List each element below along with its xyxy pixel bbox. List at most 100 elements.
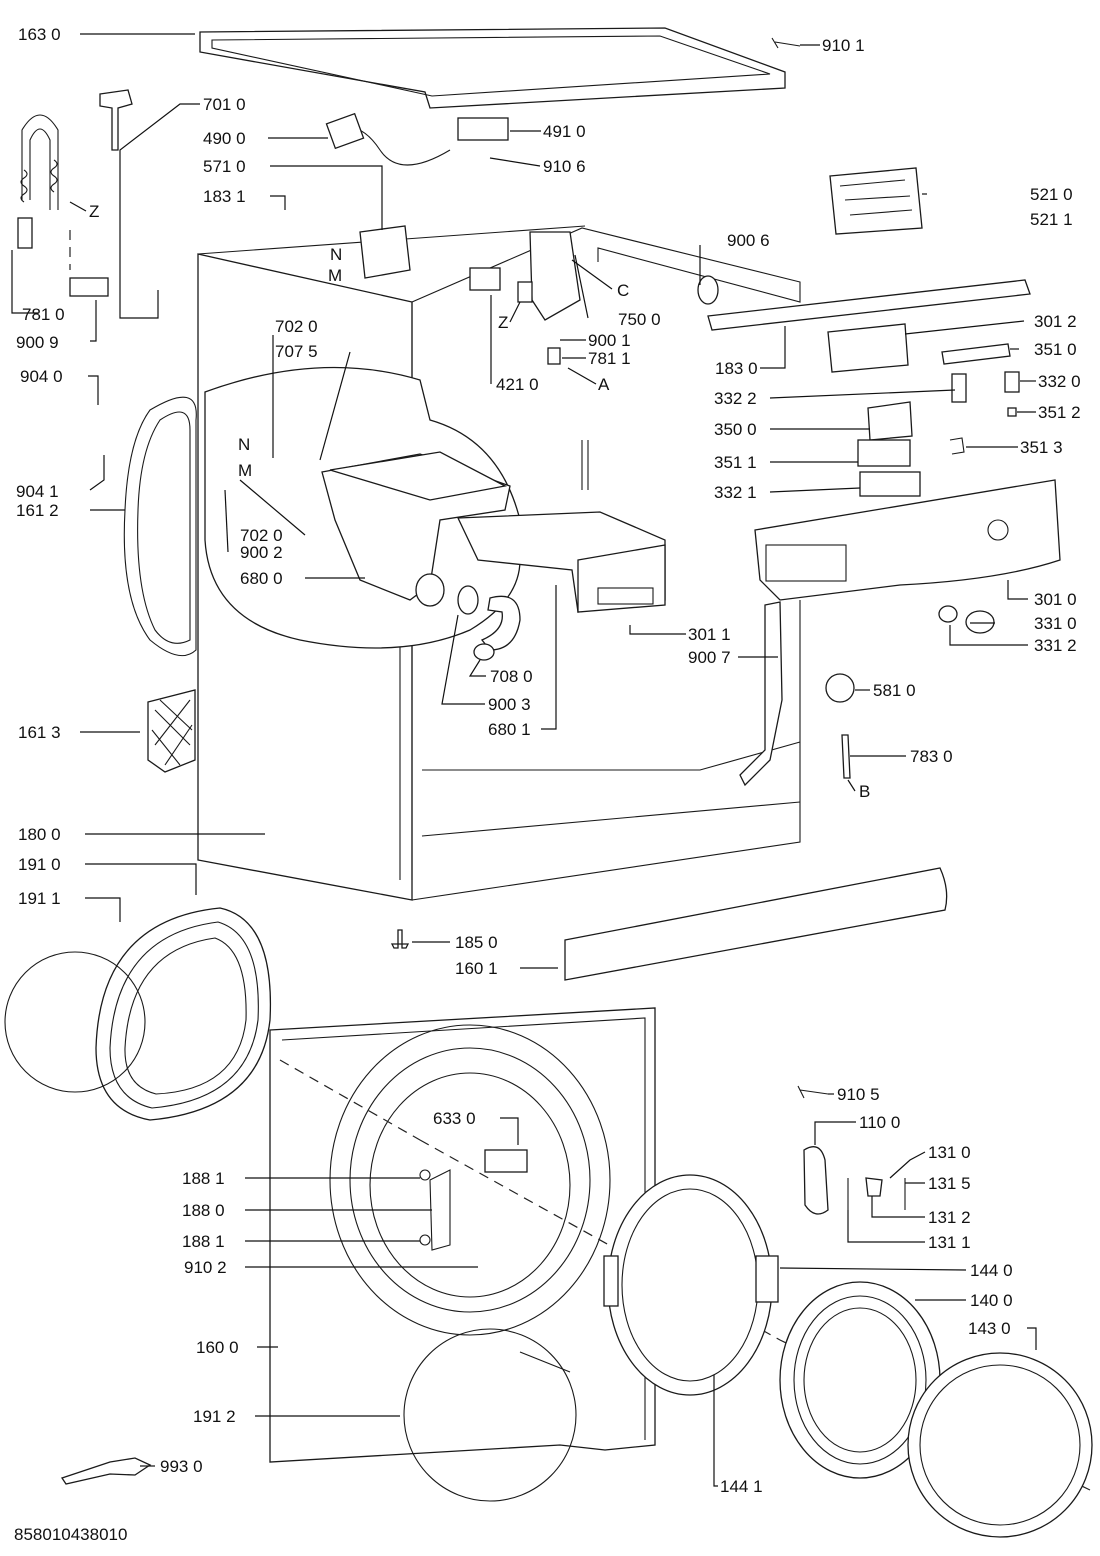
part-label: 351 3 bbox=[1020, 438, 1063, 457]
part-label: 900 9 bbox=[16, 333, 59, 352]
part-label: Z bbox=[498, 313, 508, 332]
part-label: 160 0 bbox=[196, 1338, 239, 1357]
part-label: N bbox=[238, 435, 250, 454]
part-label: 301 0 bbox=[1034, 590, 1077, 609]
part-label: 750 0 bbox=[618, 310, 661, 329]
part-label: 350 0 bbox=[714, 420, 757, 439]
panel-rail bbox=[739, 601, 783, 787]
pressure-chamber bbox=[529, 231, 581, 321]
part-drawings bbox=[4, 27, 1093, 1538]
part-label: 131 5 bbox=[928, 1174, 971, 1193]
control-board bbox=[829, 167, 923, 235]
part-label: 161 3 bbox=[18, 723, 61, 742]
part-label: 633 0 bbox=[433, 1109, 476, 1128]
dispenser-housing bbox=[321, 451, 511, 607]
part-label: 702 0 bbox=[240, 526, 283, 545]
part-label: 183 0 bbox=[715, 359, 758, 378]
top-cover bbox=[199, 27, 786, 109]
part-label: 910 2 bbox=[184, 1258, 227, 1277]
part-label: 191 1 bbox=[18, 889, 61, 908]
clamp-ring bbox=[403, 1328, 577, 1502]
part-label: 131 0 bbox=[928, 1143, 971, 1162]
part-label: 110 0 bbox=[859, 1113, 900, 1132]
outer-door-ring bbox=[907, 1352, 1093, 1538]
part-label: 332 2 bbox=[714, 389, 757, 408]
part-label: 910 5 bbox=[837, 1085, 880, 1104]
part-label: 900 2 bbox=[240, 543, 283, 562]
part-label: 491 0 bbox=[543, 122, 586, 141]
part-label: 351 2 bbox=[1038, 403, 1081, 422]
part-label: 301 2 bbox=[1034, 312, 1077, 331]
part-label: 332 0 bbox=[1038, 372, 1081, 391]
screw-handle bbox=[797, 1085, 829, 1099]
part-label: 680 0 bbox=[240, 569, 283, 588]
part-label: 680 1 bbox=[488, 720, 531, 739]
part-label: 900 6 bbox=[727, 231, 770, 250]
filter-cover bbox=[147, 689, 196, 773]
spanner-tool bbox=[60, 1457, 152, 1485]
part-label: 163 0 bbox=[18, 25, 61, 44]
part-label: 351 0 bbox=[1034, 340, 1077, 359]
part-label: 131 2 bbox=[928, 1208, 971, 1227]
part-label: 183 1 bbox=[203, 187, 246, 206]
part-label: 161 2 bbox=[16, 501, 59, 520]
foot bbox=[390, 929, 410, 949]
part-label: M bbox=[328, 266, 342, 285]
part-label: 521 1 bbox=[1030, 210, 1073, 229]
part-label: 904 0 bbox=[20, 367, 63, 386]
part-label: 180 0 bbox=[18, 825, 61, 844]
part-label: Z bbox=[89, 202, 99, 221]
part-label: 188 1 bbox=[182, 1169, 225, 1188]
part-labels: 163 0 910 1 701 0 490 0 491 0 571 0 910 … bbox=[14, 25, 1081, 1544]
part-label: 701 0 bbox=[203, 95, 246, 114]
document-number: 858010438010 bbox=[14, 1525, 127, 1544]
detergent-drawer bbox=[456, 511, 666, 613]
part-label: 781 0 bbox=[22, 305, 65, 324]
part-label: 571 0 bbox=[203, 157, 246, 176]
knob bbox=[965, 610, 995, 634]
part-label: N bbox=[330, 245, 342, 264]
console-rail bbox=[707, 279, 1031, 331]
door-handle bbox=[803, 1146, 829, 1215]
part-label: 707 5 bbox=[275, 342, 318, 361]
part-label: 421 0 bbox=[496, 375, 539, 394]
part-label: A bbox=[598, 375, 610, 394]
part-label: B bbox=[859, 782, 870, 801]
part-label: 144 0 bbox=[970, 1261, 1013, 1280]
part-label: 191 0 bbox=[18, 855, 61, 874]
part-label: 900 3 bbox=[488, 695, 531, 714]
part-label: 301 1 bbox=[688, 625, 731, 644]
part-label: 900 7 bbox=[688, 648, 731, 667]
hose-clip bbox=[69, 277, 109, 297]
part-label: 900 1 bbox=[588, 331, 631, 350]
part-label: 331 2 bbox=[1034, 636, 1077, 655]
part-label: 910 6 bbox=[543, 157, 586, 176]
rod bbox=[841, 734, 851, 779]
pressure-switch bbox=[825, 673, 855, 703]
control-panel bbox=[754, 479, 1061, 601]
part-label: 351 1 bbox=[714, 453, 757, 472]
part-label: 131 1 bbox=[928, 1233, 971, 1252]
door-ring bbox=[603, 1174, 779, 1396]
part-label: 143 0 bbox=[968, 1319, 1011, 1338]
part-label: 708 0 bbox=[490, 667, 533, 686]
console-module bbox=[827, 323, 909, 373]
part-label: 521 0 bbox=[1030, 185, 1073, 204]
hinge-ring bbox=[697, 275, 719, 305]
part-label: M bbox=[238, 461, 252, 480]
leader-lines bbox=[11, 33, 1037, 1487]
part-label: 188 0 bbox=[182, 1201, 225, 1220]
part-label: 144 1 bbox=[720, 1477, 763, 1496]
dispenser-hose bbox=[457, 585, 521, 661]
part-label: 910 1 bbox=[822, 36, 865, 55]
water-valve bbox=[359, 225, 411, 279]
door-bellow bbox=[4, 907, 272, 1121]
part-label: 781 1 bbox=[588, 349, 631, 368]
part-label: 160 1 bbox=[455, 959, 498, 978]
part-label: 702 0 bbox=[275, 317, 318, 336]
part-label: 904 1 bbox=[16, 482, 59, 501]
part-label: 185 0 bbox=[455, 933, 498, 952]
part-label: 191 2 bbox=[193, 1407, 236, 1426]
kickplate bbox=[564, 867, 948, 981]
